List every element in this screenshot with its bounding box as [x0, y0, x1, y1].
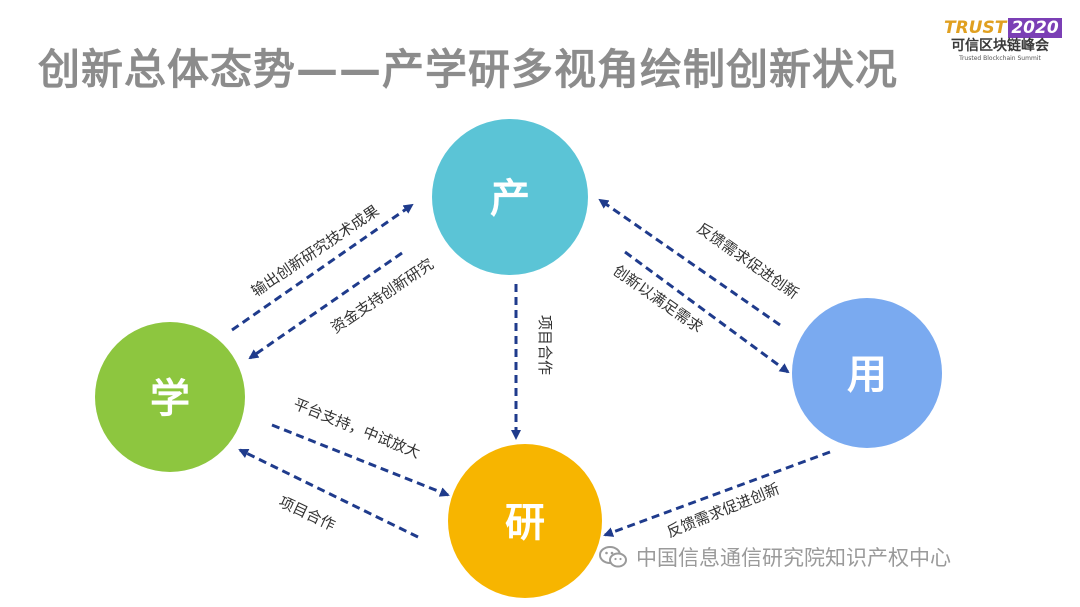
- arrow-xue-to-chan: [231, 203, 414, 332]
- arrow-xue-to-yan-upper: [271, 423, 450, 497]
- label-yong-to-yan: 反馈需求促进创新: [664, 480, 782, 542]
- node-chan-circle: [432, 119, 588, 275]
- label-xue-to-chan: 输出创新研究技术成果: [248, 201, 382, 300]
- node-yong-circle: [792, 298, 942, 448]
- label-chan-to-xue: 资金支持创新研究: [327, 255, 437, 337]
- watermark-text: 中国信息通信研究院知识产权中心: [636, 546, 951, 570]
- arrow-yan-to-xue-lower: [238, 448, 419, 539]
- node-xue-circle: [95, 322, 245, 472]
- node-yan-circle: [448, 444, 602, 598]
- arrow-yong-to-chan: [598, 198, 781, 327]
- node-yong-label: 用: [847, 352, 887, 398]
- logo-subtitle: Trusted Blockchain Summit: [959, 55, 1041, 62]
- node-yan-label: 研: [505, 500, 545, 546]
- watermark: 中国信息通信研究院知识产权中心: [598, 542, 951, 572]
- label-chan-to-yan: 项目合作: [536, 315, 554, 375]
- arrow-chan-to-yong: [624, 250, 790, 374]
- page-title: 创新总体态势——产学研多视角绘制创新状况: [38, 45, 899, 94]
- logo-name: 可信区块链峰会: [951, 38, 1049, 54]
- node-yong: 用: [792, 298, 942, 448]
- node-yan: 研: [448, 444, 602, 598]
- label-chan-to-yong: 创新以满足需求: [610, 261, 706, 336]
- label-yong-to-chan: 反馈需求促进创新: [694, 219, 803, 303]
- wechat-icon: [599, 546, 627, 568]
- logo-year: 2020: [1008, 18, 1062, 38]
- node-xue: 学: [95, 322, 245, 472]
- label-xue-to-yan-lower: 项目合作: [276, 493, 338, 535]
- arrow-chan-to-xue: [248, 251, 403, 360]
- node-chan-label: 产: [490, 176, 530, 222]
- node-xue-label: 学: [150, 376, 190, 422]
- arrow-yong-to-yan: [603, 450, 831, 537]
- logo-brand: TRUST: [944, 18, 1007, 38]
- label-yan-to-xue-upper: 平台支持，中试放大: [291, 395, 423, 462]
- node-chan: 产: [432, 119, 588, 275]
